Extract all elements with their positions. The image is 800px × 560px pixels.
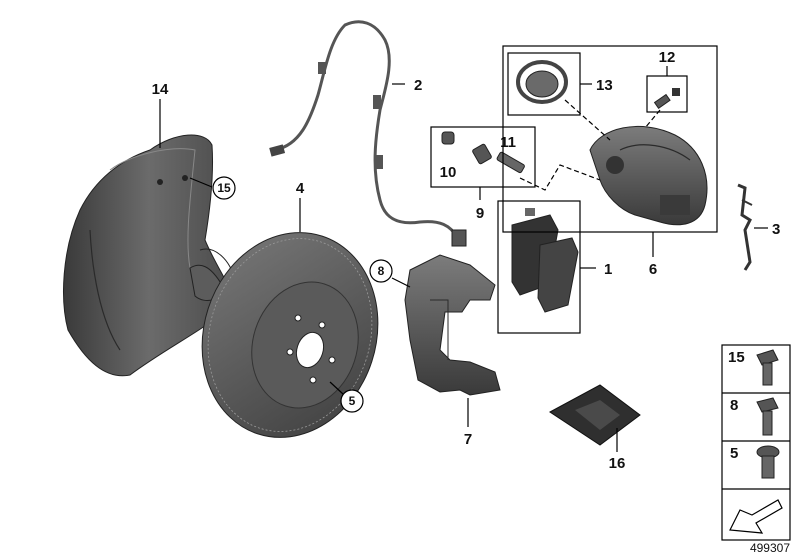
piston-seal-kit[interactable] xyxy=(516,60,568,104)
part-label-5: 5 xyxy=(349,394,356,408)
part-label-16: 16 xyxy=(609,455,626,472)
group-box-1 xyxy=(497,200,581,334)
brake-caliper[interactable] xyxy=(589,125,708,226)
diagram-id: 499307 xyxy=(750,541,790,555)
leader-line-5-disc xyxy=(329,381,344,395)
group-box-6 xyxy=(502,45,718,233)
part-label-4: 4 xyxy=(296,180,305,197)
guide-bolt[interactable] xyxy=(472,143,525,174)
legend-label-15: 15 xyxy=(728,349,745,366)
part-label-6: 6 xyxy=(649,261,657,278)
part-label-15: 15 xyxy=(217,181,231,195)
callout-circle-15 xyxy=(212,176,236,200)
part-label-1: 1 xyxy=(604,261,612,278)
arrow-icon xyxy=(729,499,783,534)
part-label-10: 10 xyxy=(440,164,457,181)
legend-label-5: 5 xyxy=(730,445,738,462)
group-box-12 xyxy=(646,75,688,113)
flange-bolt-15 xyxy=(756,349,779,386)
caliper-carrier[interactable] xyxy=(404,254,501,396)
guide-bushing[interactable] xyxy=(441,131,455,145)
bleeder-valve[interactable] xyxy=(653,88,680,109)
callout-circle-5 xyxy=(340,389,364,413)
anti-rattle-spring[interactable] xyxy=(737,183,753,271)
part-label-2: 2 xyxy=(414,77,422,94)
assembly-line-bleeder xyxy=(644,109,661,129)
callout-circle-8 xyxy=(369,259,393,283)
fastener-legend xyxy=(721,344,791,541)
brake-wear-sensor[interactable] xyxy=(269,20,467,247)
part-label-8: 8 xyxy=(378,264,385,278)
part-label-7: 7 xyxy=(464,431,472,448)
dust-shield[interactable] xyxy=(63,134,236,377)
brake-grease[interactable] xyxy=(549,384,641,446)
brake-pad-set[interactable] xyxy=(511,208,579,313)
part-label-11: 11 xyxy=(500,134,516,151)
legend-label-8: 8 xyxy=(730,397,738,414)
wheel-hub-bolt-5 xyxy=(756,445,780,479)
leader-line-8 xyxy=(391,277,411,288)
part-label-12: 12 xyxy=(659,49,676,66)
group-box-9 xyxy=(430,126,536,188)
hex-bolt-8 xyxy=(756,397,779,436)
brake-disc[interactable] xyxy=(176,210,404,461)
part-label-14: 14 xyxy=(152,81,169,98)
part-label-3: 3 xyxy=(772,221,780,238)
leader-line-15-shield xyxy=(189,177,213,188)
assembly-line-guide xyxy=(519,164,601,191)
assembly-line-seal xyxy=(564,99,611,141)
part-label-13: 13 xyxy=(596,77,613,94)
part-label-9: 9 xyxy=(476,205,484,222)
